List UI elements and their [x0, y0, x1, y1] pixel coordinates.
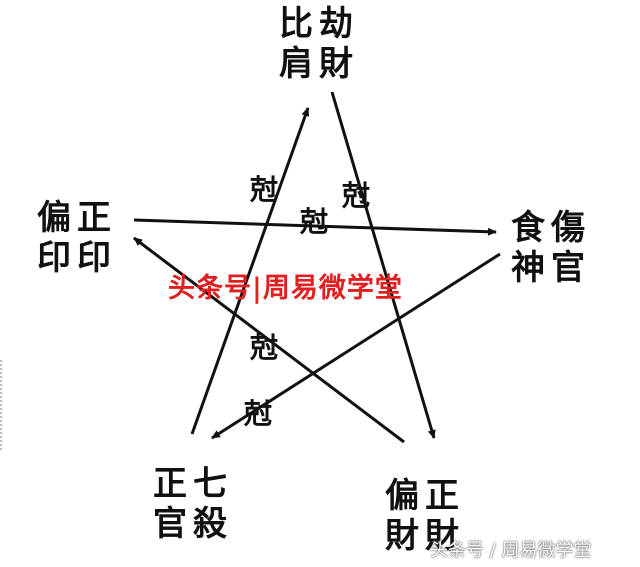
node-char: 印	[77, 238, 111, 278]
node-char: 偏	[37, 198, 71, 238]
arrow-shishang-to-guansha	[211, 252, 501, 440]
node-piancai-zhengcai: 偏 正 財 財	[382, 476, 462, 556]
node-char: 正	[425, 476, 459, 516]
footer-watermark: 头条号 / 周易微学堂	[430, 540, 592, 561]
node-bijian-jiecai: 比 劫 肩 財	[276, 4, 356, 84]
overcome-label: 尅	[300, 205, 329, 238]
node-char: 官	[551, 248, 585, 288]
node-char: 食	[511, 208, 545, 248]
node-char: 正	[153, 464, 187, 504]
node-char: 比	[279, 4, 313, 44]
node-char: 官	[153, 504, 187, 544]
node-zhengguan-qisha: 正 七 官 殺	[150, 464, 230, 544]
node-char: 傷	[551, 208, 585, 248]
arrow-bijie-to-cai	[330, 91, 436, 439]
scan-edge-marks	[0, 360, 8, 450]
watermark: 头条号|周易微学堂	[168, 273, 403, 304]
node-pianyin-zhengyin: 偏 正 印 印	[34, 198, 114, 278]
node-char: 財	[319, 44, 353, 84]
arrow-guansha-to-bijie	[190, 107, 310, 435]
overcome-label: 尅	[250, 331, 279, 364]
node-char: 印	[37, 238, 71, 278]
node-char: 正	[77, 198, 111, 238]
node-char: 財	[385, 516, 419, 556]
node-char: 肩	[279, 44, 313, 84]
node-char: 劫	[319, 4, 353, 44]
overcome-label: 尅	[244, 397, 273, 430]
node-char: 偏	[385, 476, 419, 516]
arrow-cai-to-yin	[133, 236, 405, 444]
arrow-yin-to-shishang	[133, 218, 497, 236]
overcome-label: 尅	[250, 173, 279, 206]
node-char: 神	[511, 248, 545, 288]
overcome-label: 尅	[342, 179, 371, 212]
node-char: 殺	[193, 504, 227, 544]
node-char: 財	[425, 516, 459, 556]
node-char: 七	[193, 464, 227, 504]
node-shishen-shangguan: 食 傷 神 官	[508, 208, 588, 288]
